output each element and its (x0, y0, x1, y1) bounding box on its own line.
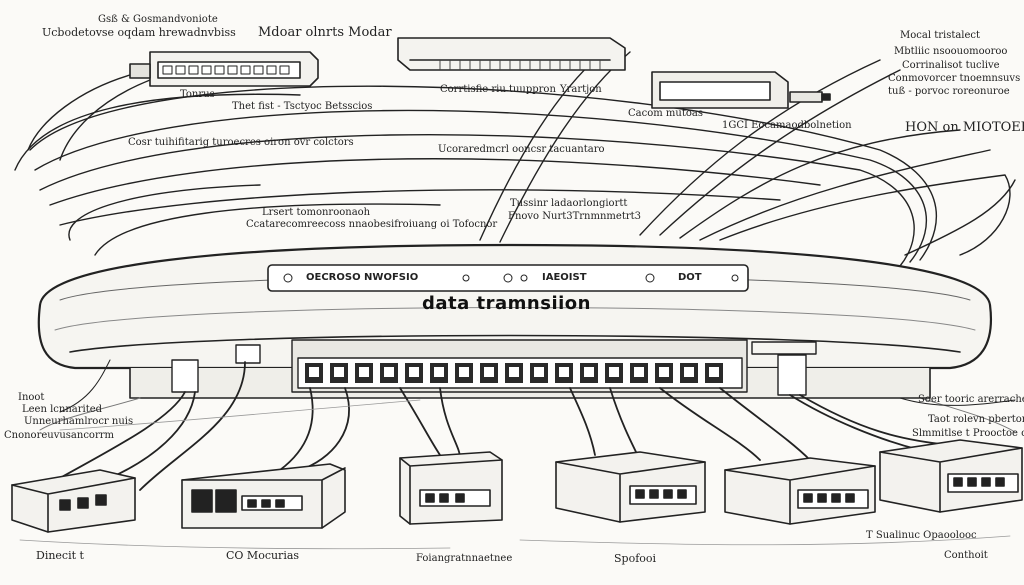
panel-label-a: OECROSO NWOFSIO (306, 272, 419, 283)
device-3 (399, 451, 503, 525)
label-lsem: Lrsert tomonroonaoh (262, 207, 371, 218)
device-2-label: CO Mocurias (226, 549, 300, 562)
label-left-c: Unneurhamlrocr nuis (24, 416, 134, 427)
top-right-line4: Conmovorcer tnoemnsuvs (888, 73, 1021, 84)
label-left-a: Inoot (18, 392, 45, 403)
device-5-label: T Sualinuc Opaoolooc (866, 530, 977, 541)
top-center-device (397, 37, 626, 71)
diagram-title: data tramnsiion (422, 293, 591, 314)
top-right-line1: Mocal tristalect (900, 30, 981, 41)
label-left-d: Cnonoreuvusancorrm (4, 430, 114, 441)
device-1 (11, 469, 136, 533)
label-tusinr-b: Fnovo Nurt3Trnmnmetrt3 (508, 211, 641, 222)
device-4-label: Spofooi (614, 552, 657, 565)
device-3-label: Foiangratnnaetnee (416, 553, 513, 564)
top-right-line5: tuß - porvoc roreonuroe (888, 86, 1010, 97)
port-panel (171, 339, 817, 396)
top-right-line3: Corrinalisot tuclive (902, 60, 1000, 71)
label-tusinr-a: Tussinr ladaorlongiortt (510, 198, 628, 209)
top-left-switch (129, 51, 319, 87)
device-cables (59, 359, 1016, 491)
background-cables (14, 51, 1016, 267)
label-right-b: Taot rolevn pbertonnd (928, 414, 1024, 425)
label-cost-left: Cosr tuihifitarig turoecres oiron ovr co… (128, 137, 354, 148)
label-right-c: Slmmitlse t Prooctoe or oeno (912, 428, 1024, 439)
panel-label-c: DOT (678, 272, 702, 283)
device-1-label: Dinecit t (36, 549, 84, 562)
label-cdt: Ccatarecomreecoss nnaobesifroiuang oi To… (246, 219, 498, 230)
top-right-line2: Mbtliic nsoouomooroo (894, 46, 1008, 57)
label-left-b: Leen lcnnarited (22, 404, 103, 415)
label-docs: Ucoraredmcrl ooncsr tacuantaro (438, 144, 605, 155)
header-left-line2: Ucbodetovse oqdam hrewadnvbiss (42, 26, 236, 39)
device-5 (724, 457, 876, 525)
device-4 (555, 451, 706, 523)
label-crossover-right: Yrartjon (560, 84, 602, 95)
header-left-line1: Gsß & Gosmandvoniote (98, 14, 218, 25)
device-6-label: Conthoit (944, 550, 988, 561)
device-6 (879, 439, 1023, 513)
label-right-bold: HON on MIOTOEEM (905, 120, 1024, 135)
top-right-module (651, 71, 831, 109)
panel-label-b: IAEOIST (542, 272, 587, 283)
floor-shading (19, 399, 1011, 550)
label-right-lock: 1GCI Eocamaodbolnetion (722, 120, 852, 131)
device-2 (181, 463, 346, 529)
label-thats-fi: Thet fist - Tsctyoc Betsscios (232, 101, 373, 112)
label-center-mouse: Cacom mutoas (628, 108, 703, 119)
router-body (37, 243, 1016, 433)
label-crossover: Corrtisfie riu tuuppron (440, 84, 556, 95)
label-right-a: Soer tooric arerrachet (918, 394, 1024, 405)
label-device-left: Tonrus (180, 89, 215, 100)
header-modem-label: Mdoar olnrts Modar (258, 25, 392, 40)
